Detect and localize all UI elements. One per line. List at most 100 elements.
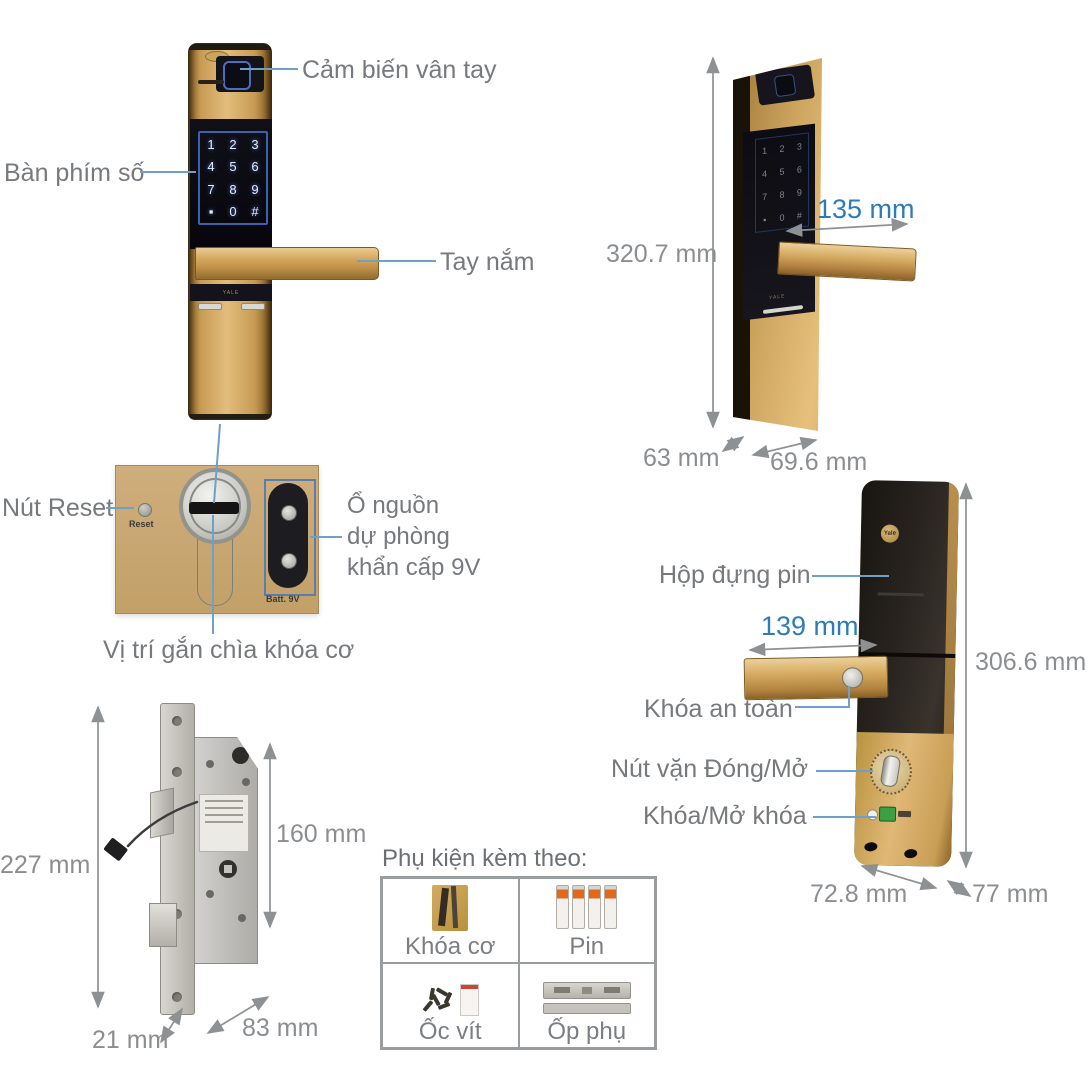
keypad-key: 4 xyxy=(207,159,215,175)
mortise-body xyxy=(193,737,258,964)
battery xyxy=(604,885,618,929)
backup-power-label: Ổ nguồn dự phòng khẩn cấp 9V xyxy=(347,490,480,583)
accessory-cell-plates: Ốp phụ xyxy=(518,963,655,1048)
keypad-key: ▪ xyxy=(763,214,767,225)
dim-arrow-77 xyxy=(946,880,972,897)
label-text-line xyxy=(205,821,243,823)
fingerprint-label: Cảm biến vân tay xyxy=(302,56,497,84)
plate-slot xyxy=(603,987,620,993)
battery-terminal xyxy=(268,483,308,588)
lock-unlock-label: Khóa/Mở khóa xyxy=(643,802,807,830)
battery-print: Batt. 9V xyxy=(266,594,300,604)
back-handle xyxy=(743,655,889,701)
keypad-key: 0 xyxy=(229,204,237,220)
label-text-line xyxy=(205,807,243,809)
dim-back-handle-length: 139 mm xyxy=(761,611,859,641)
mortise-hole xyxy=(238,914,246,922)
mortise-hole xyxy=(232,747,249,764)
switch-print xyxy=(897,810,912,818)
sensor-slit xyxy=(198,80,224,84)
accessories-table: Khóa cơ Pin Ốc vít xyxy=(380,876,657,1050)
cylinder-panel: Reset Batt. 9V xyxy=(115,465,319,614)
label-text-line xyxy=(205,814,243,816)
key-position-label: Vị trí gắn chìa khóa cơ xyxy=(103,636,355,664)
battery xyxy=(556,885,570,929)
keypad-key: 4 xyxy=(762,167,768,179)
mortise-hole xyxy=(206,760,214,768)
keypad-key: 1 xyxy=(762,144,768,156)
terminal-contact xyxy=(281,505,297,521)
keypad-key: # xyxy=(251,204,259,220)
handle-label: Tay nắm xyxy=(440,248,535,276)
keypad-label: Bàn phím số xyxy=(4,159,145,187)
front-lock-body: 1 2 3 4 5 6 7 8 9 ▪ 0 # YALE xyxy=(188,43,272,420)
keypad-key: 7 xyxy=(762,190,768,202)
accessory-cell-screws: Ốc vít xyxy=(382,963,519,1048)
lock-unlock-switch xyxy=(878,806,897,822)
angled-sensor-window xyxy=(773,73,797,98)
packet-stripe xyxy=(460,985,478,989)
accessories-title: Phụ kiện kèm theo: xyxy=(382,845,588,872)
front-lock-top-edge xyxy=(189,44,271,50)
keypad-key: 5 xyxy=(779,165,785,177)
keypad-key: 3 xyxy=(251,136,259,152)
backup-power-line: dự phòng xyxy=(347,523,450,550)
accessory-cell-keys: Khóa cơ xyxy=(382,878,519,963)
spindle-hub xyxy=(219,860,237,878)
mortise-label xyxy=(199,794,249,852)
angled-keypad: 1 2 3 4 5 6 7 8 9 ▪ 0 # xyxy=(755,132,809,233)
screw-pile xyxy=(422,982,454,1016)
front-lock-view: 1 2 3 4 5 6 7 8 9 ▪ 0 # YALE xyxy=(188,43,272,420)
fingerprint-sensor-frame xyxy=(223,61,251,90)
spindle-square xyxy=(224,865,232,873)
reset-label: Nút Reset xyxy=(2,494,114,522)
keypad-key: 8 xyxy=(229,181,237,197)
keypad-key: 6 xyxy=(796,163,802,175)
safety-lock-label: Khóa an toàn xyxy=(644,695,793,723)
keypad-key: 0 xyxy=(779,211,785,223)
backup-power-line: Ổ nguồn xyxy=(347,492,440,519)
dim-back-depth: 77 mm xyxy=(972,880,1049,908)
faceplate-screw-hole xyxy=(172,992,182,1002)
batteries-image xyxy=(556,885,618,929)
battery xyxy=(588,885,602,929)
dim-front-depth: 63 mm xyxy=(643,444,720,472)
front-lock-bottom-edge xyxy=(189,414,271,419)
battery-box-label: Hộp đựng pin xyxy=(659,561,811,589)
dim-faceplate-width: 21 mm xyxy=(92,1026,169,1054)
keypad-key: 9 xyxy=(251,181,259,197)
dim-mortise-body-height: 160 mm xyxy=(276,820,367,848)
keypad-key: 1 xyxy=(207,136,215,152)
dim-back-width: 72.8 mm xyxy=(810,880,908,908)
cable-connector xyxy=(104,838,128,861)
reset-button xyxy=(138,503,152,517)
trim-dash xyxy=(241,303,265,310)
trim-dash xyxy=(198,303,222,310)
numeric-keypad: 1 2 3 4 5 6 7 8 9 ▪ 0 # xyxy=(198,131,268,225)
keypad-key: 5 xyxy=(229,159,237,175)
angled-fingerprint-sensor xyxy=(754,64,816,106)
keypad-key: 2 xyxy=(779,142,785,154)
trim-dash xyxy=(763,305,803,314)
mortise-hole xyxy=(242,778,250,786)
mechanical-keys-image xyxy=(432,885,469,931)
keyway xyxy=(189,502,239,514)
dim-front-height: 320.7 mm xyxy=(606,240,718,268)
accessory-label: Khóa cơ xyxy=(405,933,496,960)
faceplate-screw-hole xyxy=(172,767,182,777)
fingerprint-sensor xyxy=(216,56,264,92)
label-text-line xyxy=(205,800,243,802)
latch-bolt xyxy=(150,787,174,839)
battery xyxy=(572,885,586,929)
thumb-turn-label: Nút vặn Đóng/Mở xyxy=(611,755,809,783)
brand-text: Yale xyxy=(883,530,896,537)
keypad-key: 9 xyxy=(796,186,802,198)
reset-print: Reset xyxy=(129,519,154,529)
screws-image xyxy=(422,982,479,1016)
key-silhouette xyxy=(438,887,450,927)
brand-text: YALE xyxy=(222,289,240,296)
safety-lock-button xyxy=(841,667,864,689)
accessory-cell-batteries: Pin xyxy=(518,878,655,963)
accessory-label: Ốc vít xyxy=(418,1018,482,1045)
